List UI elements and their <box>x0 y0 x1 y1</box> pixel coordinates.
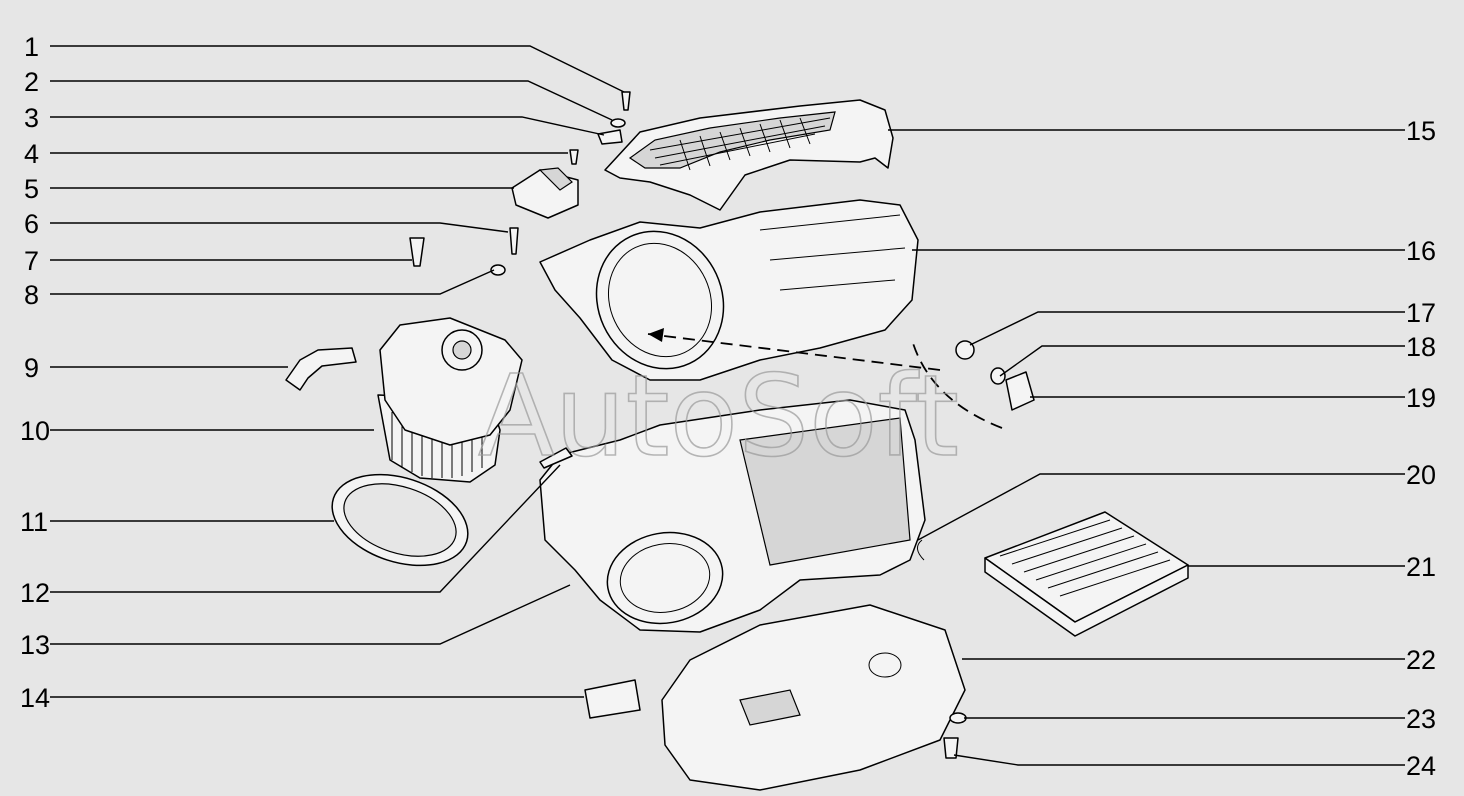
callout-9: 9 <box>24 353 39 383</box>
watermark: AutoSoft <box>478 352 959 482</box>
part-3-clip <box>597 129 623 145</box>
part-23-washer <box>949 712 967 724</box>
part-6-screw <box>509 227 519 255</box>
part-2-washer <box>610 118 626 128</box>
part-1-screw <box>621 91 631 111</box>
part-7-screw <box>409 237 425 267</box>
callout-18: 18 <box>1406 332 1436 362</box>
part-24-screw <box>943 737 959 759</box>
part-8-washer <box>490 264 506 276</box>
callout-20: 20 <box>1406 460 1436 490</box>
callout-16: 16 <box>1406 236 1436 266</box>
callout-17: 17 <box>1406 298 1436 328</box>
part-12-screw <box>539 447 573 469</box>
part-15-top-cover <box>604 99 894 211</box>
callout-4: 4 <box>24 139 39 169</box>
callout-3: 3 <box>24 103 39 133</box>
part-22-bottom-cover <box>661 604 966 791</box>
callout-labels-right: 15 16 17 18 19 20 21 22 23 24 <box>1406 116 1436 781</box>
part-17-bolt <box>955 340 975 360</box>
callout-21: 21 <box>1406 552 1436 582</box>
part-14-bracket <box>584 679 641 719</box>
callout-1: 1 <box>24 32 39 62</box>
callout-22: 22 <box>1406 645 1436 675</box>
part-20-clip <box>917 539 925 561</box>
part-19-clip <box>1005 371 1035 411</box>
callout-labels-left: 1 2 3 4 5 6 7 8 9 10 11 12 13 14 <box>20 32 50 713</box>
assembly-arrow-head <box>648 328 664 342</box>
callout-24: 24 <box>1406 751 1436 781</box>
part-13-blower-housing <box>539 399 926 633</box>
callout-15: 15 <box>1406 116 1436 146</box>
leader-lines <box>50 45 1405 766</box>
callout-11: 11 <box>20 507 48 537</box>
callout-5: 5 <box>24 174 39 204</box>
part-10-blower-motor <box>377 317 523 483</box>
callout-12: 12 <box>20 578 50 608</box>
part-4-screw <box>569 149 579 165</box>
callout-19: 19 <box>1406 383 1436 413</box>
callout-13: 13 <box>20 630 50 660</box>
callout-14: 14 <box>20 683 50 713</box>
part-9-hose <box>285 347 357 391</box>
callout-23: 23 <box>1406 704 1436 734</box>
callout-8: 8 <box>24 280 39 310</box>
part-21-cabin-filter <box>984 511 1189 637</box>
callout-10: 10 <box>20 416 50 446</box>
assembly-dashed-arrow <box>647 333 1003 429</box>
part-11-seal-ring <box>331 473 469 567</box>
callout-6: 6 <box>24 209 39 239</box>
callout-2: 2 <box>24 67 39 97</box>
part-18-washer <box>990 367 1006 385</box>
callout-7: 7 <box>24 246 39 276</box>
part-16-upper-housing <box>539 199 919 381</box>
part-5-resistor <box>511 167 579 219</box>
